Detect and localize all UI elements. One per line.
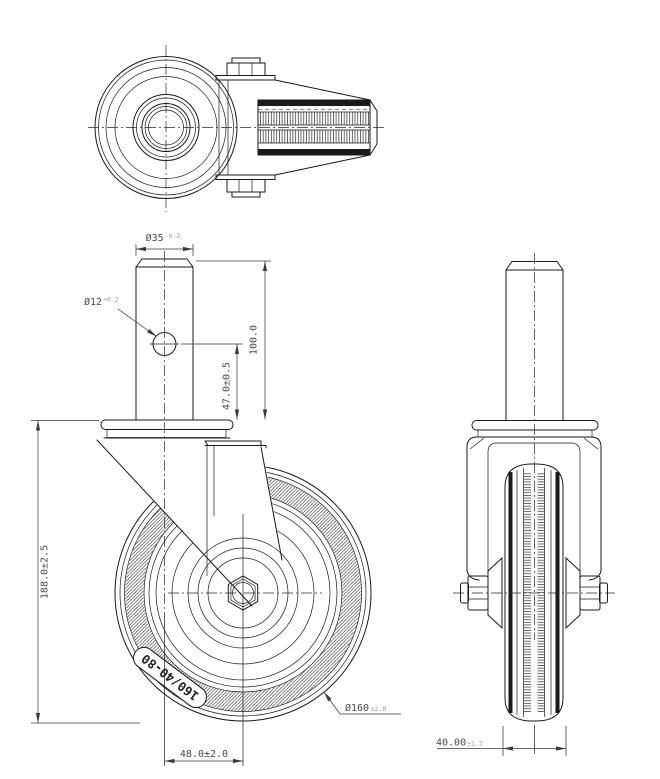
top-housing-edges (218, 80, 229, 175)
side-tire-band-right (555, 472, 560, 713)
side-wheel (504, 463, 564, 722)
dim-wheel-width-label: 40.00±1.2 (436, 738, 483, 749)
dim-stem-length-label: 100.0 (249, 325, 260, 355)
dim-wheel-diameter: Ø160±2.0 (323, 691, 401, 715)
top-view (88, 45, 385, 212)
dimensions: Ø35-0.2 Ø12+0.2 100.0 47.0±0.5 188.0±2.5 (31, 232, 567, 764)
wheel-marking: 160/40-80 (133, 646, 207, 709)
wheel-marking-text: 160/40-80 (138, 651, 201, 704)
dim-stem-diameter: Ø35-0.2 (135, 232, 194, 256)
dim-wheel-diameter-label: Ø160±2.0 (345, 702, 386, 714)
dim-bolt-hole-label: Ø12+0.2 (84, 296, 119, 309)
dim-bolt-hole-diameter: Ø12+0.2 (84, 296, 157, 337)
top-bolt-upper (226, 57, 266, 76)
front-view: 160/40-80 (96, 251, 372, 766)
dim-swivel-offset-label: 48.0±2.0 (180, 749, 228, 760)
top-wheel-tread (257, 99, 371, 156)
side-tread-hatch-left (524, 472, 531, 713)
dim-hole-position-label: 47.0±0.5 (222, 362, 233, 410)
side-tire-band-left (508, 472, 513, 713)
dim-overall-height-label: 188.0±2.5 (40, 545, 51, 599)
dim-stem-diameter-label: Ø35-0.2 (146, 232, 181, 244)
side-tread-hatch-right (537, 472, 545, 713)
top-bolt-lower (226, 179, 266, 198)
side-fork (466, 436, 602, 581)
side-swivel-plate (471, 420, 599, 438)
dim-swivel-offset: 48.0±2.0 (164, 749, 243, 764)
dim-hole-position: 47.0±0.5 (181, 343, 243, 420)
front-swivel-plate (100, 419, 234, 439)
dim-stem-length: 100.0 (196, 260, 271, 420)
side-view (453, 253, 615, 754)
dim-overall-height: 188.0±2.5 (31, 420, 140, 724)
front-stem (135, 258, 194, 421)
front-fork (96, 439, 283, 607)
dim-wheel-width: 40.00±1.2 (436, 726, 567, 756)
